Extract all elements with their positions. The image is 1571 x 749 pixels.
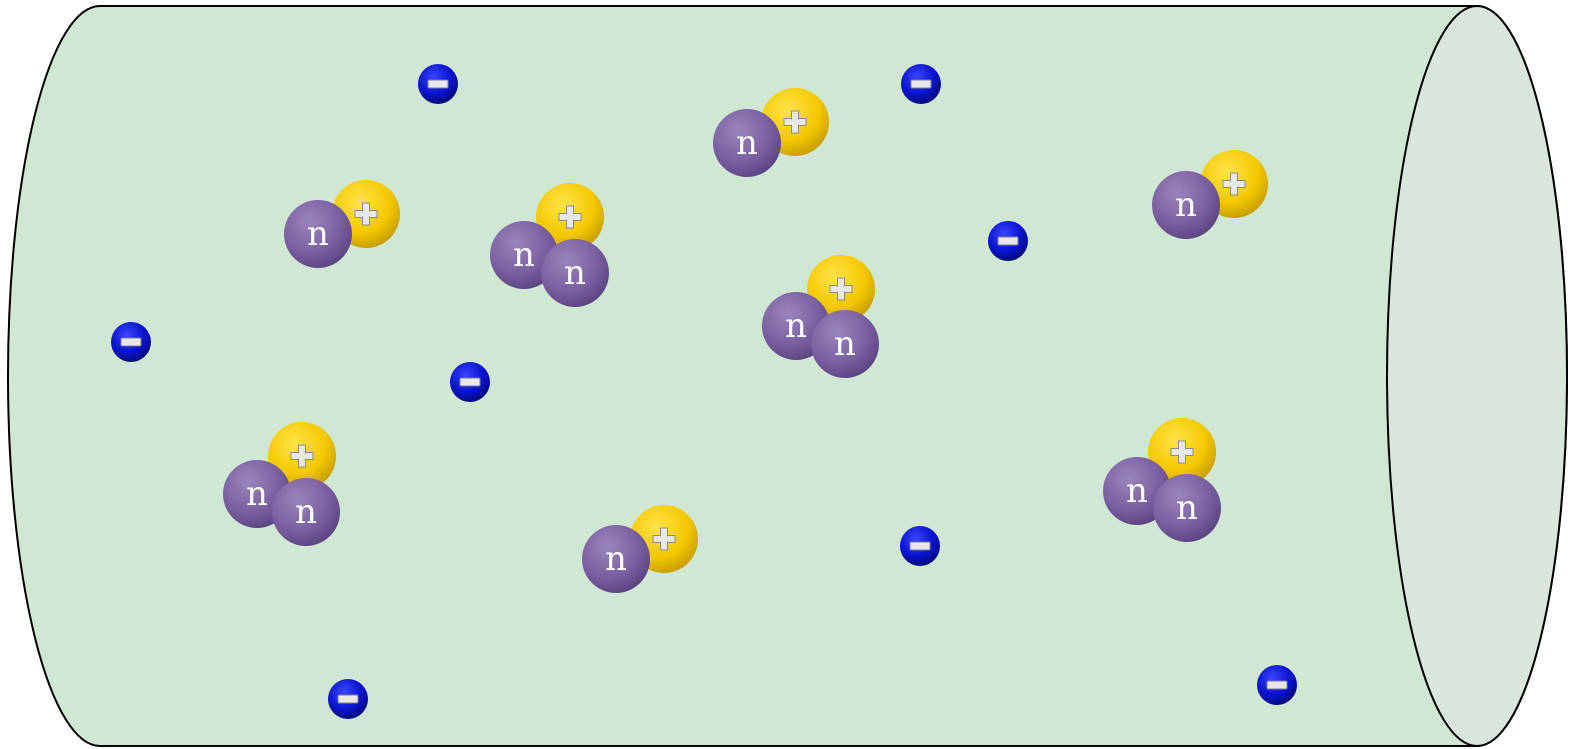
- neutron-label: n: [736, 123, 758, 163]
- electron-minus-icon: −: [900, 526, 940, 566]
- neutron-label: n: [246, 474, 268, 514]
- neutron-label: n: [834, 324, 856, 364]
- neutron-sphere-icon: n: [582, 525, 650, 593]
- neutron-sphere-icon: n: [1152, 171, 1220, 239]
- neutron-label: n: [295, 492, 317, 532]
- neutron-sphere-icon: n: [490, 221, 558, 289]
- neutron-label: n: [513, 235, 535, 275]
- neutron-label: n: [605, 539, 627, 579]
- proton-plus-icon: +: [1148, 418, 1216, 486]
- particles-layer: +n+n+n+n+nn+nn+nn+nn−−−−−−−−: [111, 64, 1297, 719]
- neutron-sphere-icon: n: [272, 478, 340, 546]
- electron-minus-icon: −: [418, 64, 458, 104]
- neutron-sphere-icon: n: [811, 310, 879, 378]
- electron-minus-icon: −: [328, 679, 368, 719]
- electron-minus-icon: −: [111, 322, 151, 362]
- neutron-sphere-icon: n: [1153, 474, 1221, 542]
- electron-minus-icon: −: [901, 64, 941, 104]
- electron-minus-icon: −: [988, 221, 1028, 261]
- electron-minus-icon: −: [1257, 665, 1297, 705]
- proton-plus-icon: +: [807, 255, 875, 323]
- neutron-label: n: [564, 253, 586, 293]
- neutron-label: n: [1126, 471, 1148, 511]
- neutron-label: n: [785, 306, 807, 346]
- proton-plus-icon: +: [536, 183, 604, 251]
- tube-end-cap: [1386, 5, 1568, 747]
- electron-minus-icon: −: [450, 362, 490, 402]
- neutron-sphere-icon: n: [713, 109, 781, 177]
- neutron-sphere-icon: n: [541, 239, 609, 307]
- neutron-label: n: [1175, 185, 1197, 225]
- proton-plus-icon: +: [268, 422, 336, 490]
- neutron-label: n: [307, 214, 329, 254]
- neutron-sphere-icon: n: [284, 200, 352, 268]
- neutron-label: n: [1176, 488, 1198, 528]
